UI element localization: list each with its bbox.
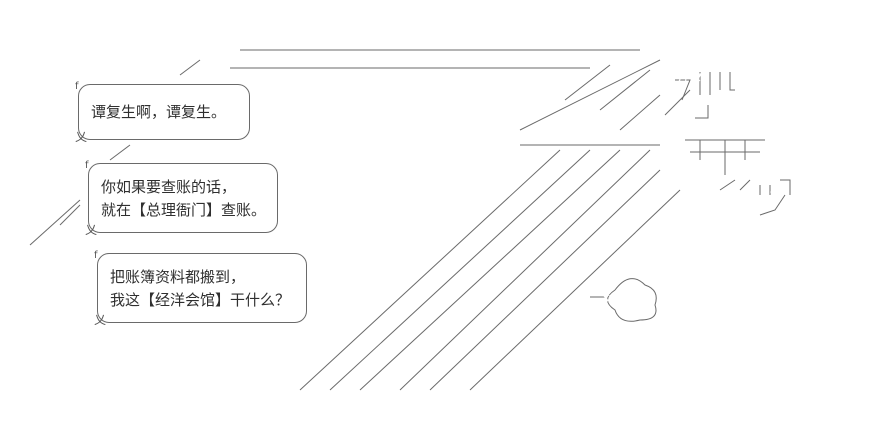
speed-lines-diagonal [29,59,681,391]
bubble-corner-mark: f [75,81,79,92]
bubble-2-line-2: 就在【总理衙门】查账。 [101,201,267,219]
speed-lines-horizontal [179,49,660,146]
bubble-tail: 乂 [85,223,98,237]
bubble-corner-mark: f [85,160,89,171]
bubble-tail: 乂 [94,313,107,327]
speech-bubble-3: f 把账簿资料都搬到， 我这【经洋会馆】干什么？ 乂 [94,250,307,327]
puff-cloud [590,278,657,322]
speech-bubble-1: f 谭复生啊，谭复生。 乂 [75,81,250,144]
bubble-2-line-1: 你如果要查账的话， [101,178,237,196]
sfx-katakana-lines [664,72,791,216]
bubble-3-line-2: 我这【经洋会馆】干什么？ [110,291,291,309]
sfx-katakana: ガタ [675,71,703,87]
bubble-corner-mark: f [94,250,98,261]
bubble-1-line-1: 谭复生啊，谭复生。 [91,103,227,121]
bubble-tail: 乂 [75,130,88,144]
speech-bubble-2: f 你如果要查账的话， 就在【总理衙门】查账。 乂 [85,160,278,237]
sfx-puff: ゞ( ) [600,292,626,306]
bubble-3-line-1: 把账簿资料都搬到， [110,268,246,286]
sfx-small-marks: [][]] [755,180,779,194]
